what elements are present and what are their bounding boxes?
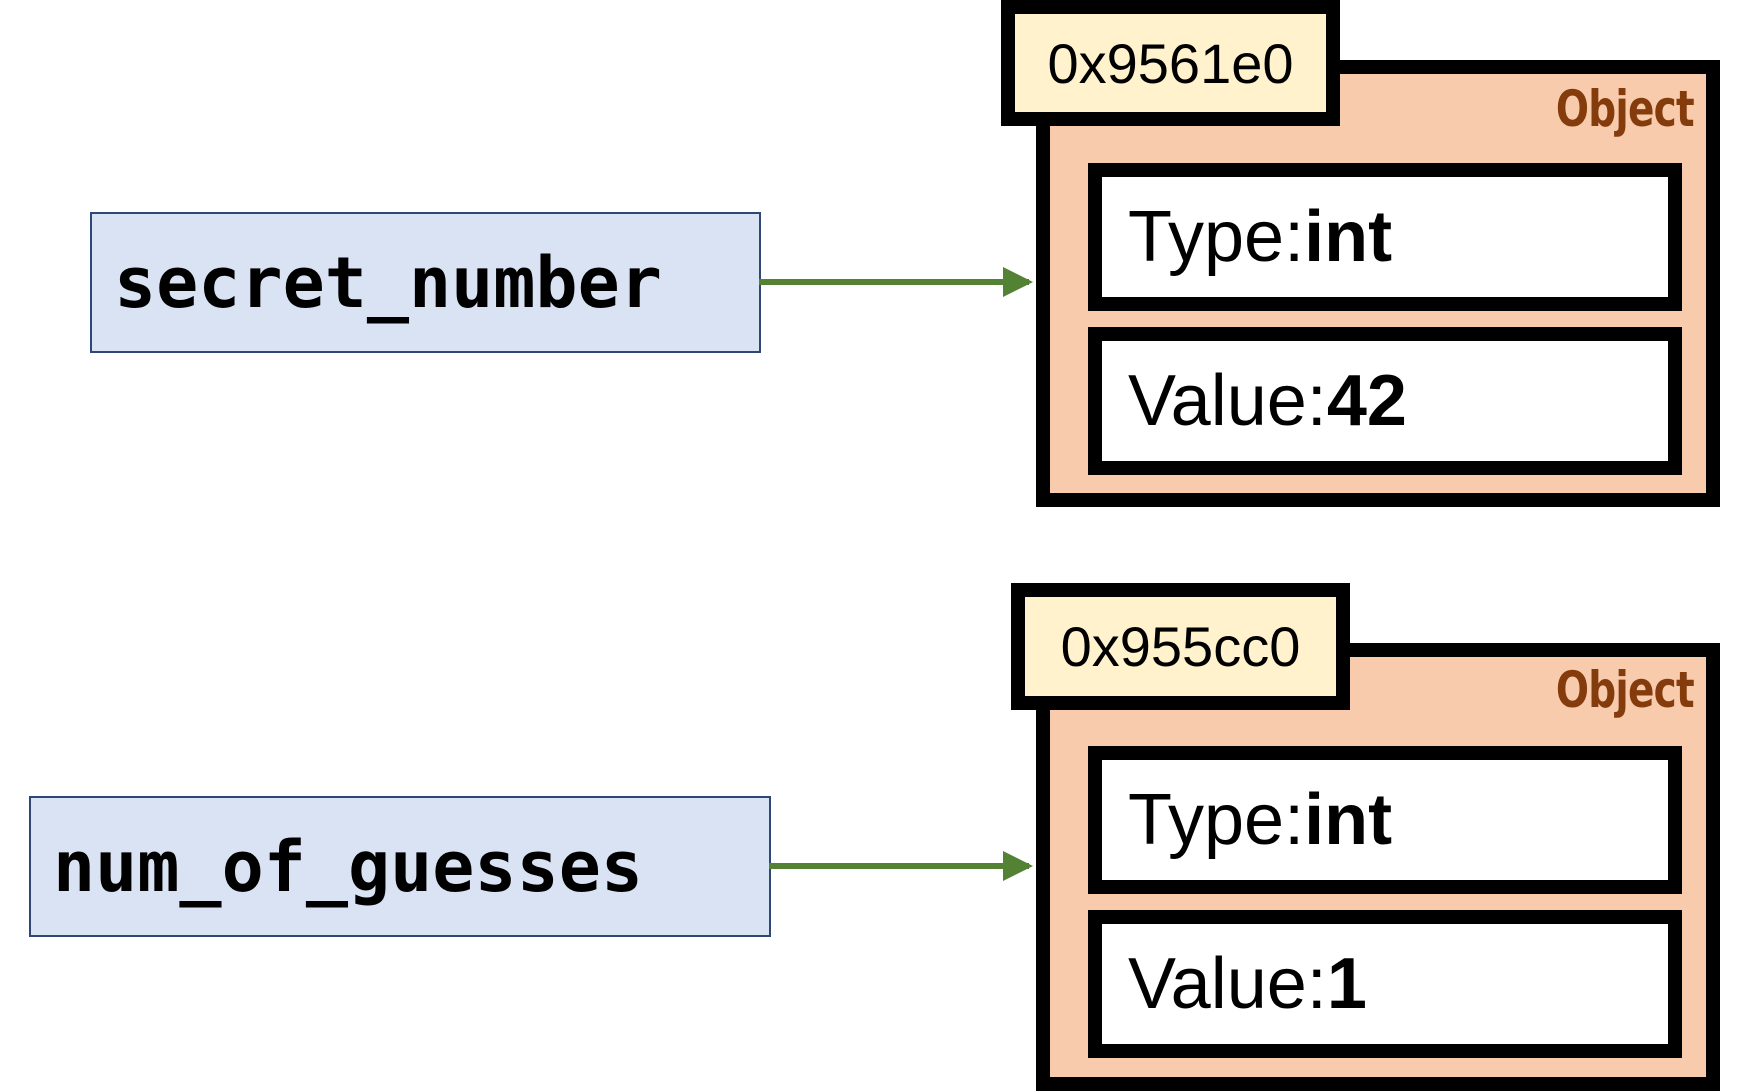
memory-address: 0x955cc0: [1060, 615, 1301, 678]
variable-name: num_of_guesses: [53, 825, 644, 908]
value-field: Value: 42: [1088, 327, 1682, 475]
value-value: 42: [1326, 361, 1407, 441]
object-label: Object: [1556, 80, 1695, 138]
memory-address: 0x9561e0: [1047, 31, 1294, 95]
type-label: Type:: [1128, 197, 1305, 277]
type-field: Type: int: [1088, 746, 1682, 894]
variable-box-num-of-guesses: num_of_guesses: [29, 796, 771, 937]
type-value: int: [1304, 780, 1393, 860]
variable-box-secret-number: secret_number: [90, 212, 761, 353]
memory-address-tab: 0x955cc0: [1011, 583, 1350, 710]
value-field: Value: 1: [1088, 910, 1682, 1058]
type-value: int: [1304, 197, 1393, 277]
object-card: Object Type: int Value: 42: [1036, 60, 1720, 507]
variable-name: secret_number: [114, 241, 662, 324]
object-label: Object: [1556, 661, 1695, 719]
type-label: Type:: [1128, 780, 1305, 860]
reference-arrow: [759, 267, 1033, 297]
object-card: Object Type: int Value: 1: [1036, 643, 1720, 1091]
type-field: Type: int: [1088, 163, 1682, 311]
reference-arrow: [769, 851, 1033, 881]
value-label: Value:: [1128, 944, 1327, 1024]
value-value: 1: [1326, 944, 1367, 1024]
memory-address-tab: 0x9561e0: [1001, 0, 1340, 126]
value-label: Value:: [1128, 361, 1327, 441]
